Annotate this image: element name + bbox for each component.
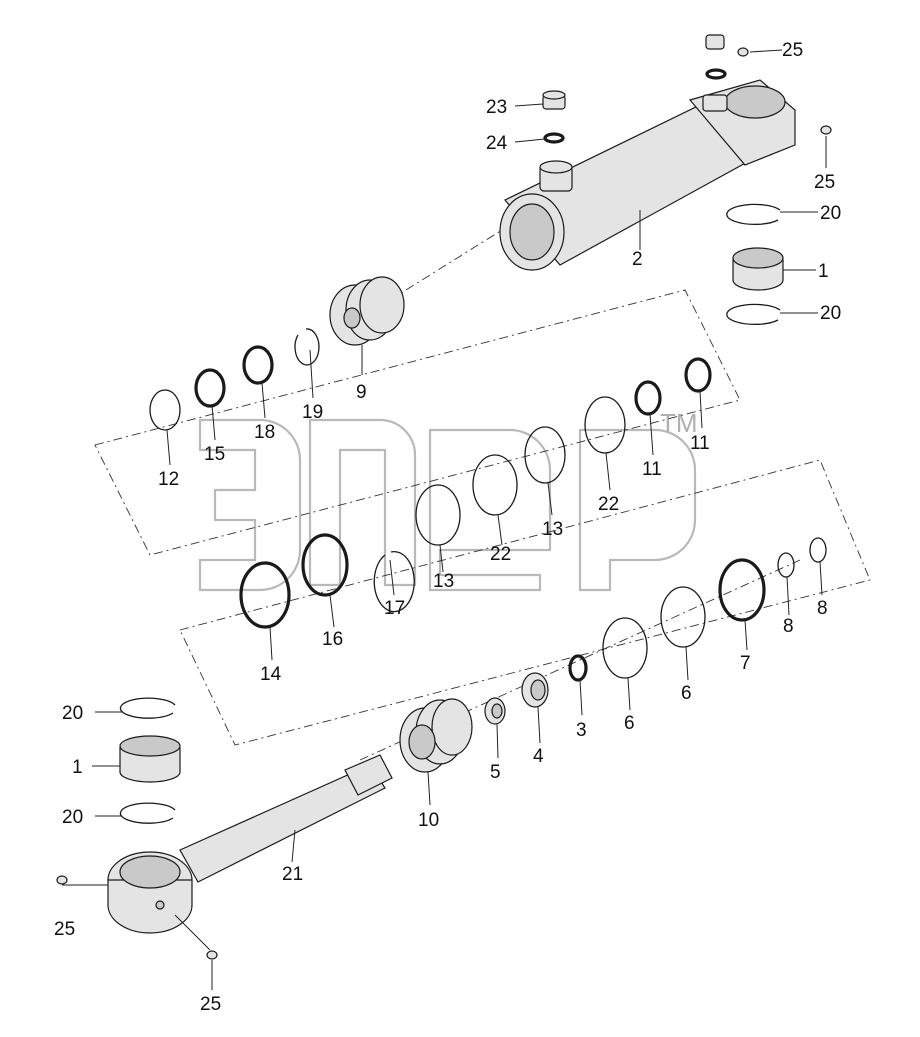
circlip-20-lower-bottom: [119, 802, 176, 824]
callout: 12: [158, 469, 179, 490]
circlip-20-lower-top: [119, 697, 176, 719]
callout: 4: [533, 746, 544, 767]
callout: 8: [817, 598, 828, 619]
piston-rod-21: [107, 754, 393, 934]
callout: 1: [818, 261, 829, 282]
callout: 24: [486, 133, 508, 154]
piston-9: [329, 276, 405, 346]
callout: 18: [254, 422, 275, 443]
callout: 11: [690, 433, 710, 454]
callout: 22: [598, 494, 619, 515]
ring-5: [484, 697, 506, 725]
nut-4: [521, 672, 549, 708]
callout: 5: [490, 762, 501, 783]
callout: 13: [433, 571, 454, 592]
circlip-20-mid: [726, 303, 781, 326]
washer-24: [543, 132, 565, 144]
grease-nipple-25-top: [737, 47, 749, 57]
seal-22-upper: [584, 396, 626, 454]
seal-6-a: [660, 586, 706, 648]
grease-nipple-25-side: [820, 125, 832, 135]
seal-22-lower: [472, 454, 518, 516]
callout: 25: [782, 40, 803, 61]
circlip-19: [294, 328, 320, 366]
seal-18: [242, 345, 274, 385]
callout: 19: [302, 402, 323, 423]
circlip-20-upper: [726, 203, 781, 226]
callout: 6: [624, 713, 635, 734]
callout: 3: [576, 720, 587, 741]
callout: 17: [384, 598, 405, 619]
bushing-1-lower: [119, 735, 181, 783]
callout: 21: [282, 864, 303, 885]
callout: 20: [820, 203, 841, 224]
callout: 7: [740, 653, 751, 674]
callout: 15: [204, 444, 225, 465]
seal-13-lower: [415, 484, 461, 546]
oring-8-b: [777, 552, 795, 578]
bushing-1-upper: [732, 247, 784, 291]
callout: 25: [814, 172, 835, 193]
cylinder-tube: [499, 79, 796, 271]
cylinder-axis: [389, 224, 511, 301]
callout: 10: [418, 810, 439, 831]
seal-13-upper: [524, 426, 566, 484]
seal-14: [239, 561, 291, 629]
callout: 1: [72, 757, 83, 778]
callout: 25: [54, 919, 75, 940]
leader-lines: [62, 49, 827, 990]
ring-3: [568, 654, 588, 682]
callout: 2: [632, 249, 643, 270]
callout: 14: [260, 664, 282, 685]
rod-guide-10: [399, 698, 473, 773]
callout: 20: [820, 303, 841, 324]
wear-ring-11-a: [634, 380, 662, 416]
callout: 20: [62, 807, 83, 828]
callout: 6: [681, 683, 692, 704]
callout: 9: [356, 382, 367, 403]
callout: 25: [200, 994, 221, 1015]
callout: 23: [486, 97, 507, 118]
callout: 8: [783, 616, 794, 637]
seal-16: [301, 533, 349, 597]
callout: 11: [642, 459, 662, 480]
callout: 20: [62, 703, 83, 724]
circlip-17: [373, 550, 415, 613]
callouts: 25 23 24 25 20 2 1 20 9 19 18 15 12 11 1…: [54, 40, 841, 1015]
seal-6-b: [602, 617, 648, 679]
callout: 13: [542, 519, 563, 540]
grease-nipple-25-bottom: [206, 950, 218, 960]
seal-12: [149, 389, 181, 431]
grease-nipple-25-left: [56, 875, 68, 885]
oring-8-a: [809, 537, 827, 563]
seal-15: [194, 368, 226, 408]
fitting-23: [542, 90, 566, 110]
callout: 16: [322, 629, 343, 650]
wear-ring-11-b: [684, 357, 712, 393]
seal-7: [718, 558, 766, 622]
seal-kit-box-upper: [94, 289, 741, 556]
seal-kit-box-lower: [179, 459, 871, 746]
callout: 22: [490, 544, 511, 565]
fitting-top-plug: [705, 34, 727, 80]
